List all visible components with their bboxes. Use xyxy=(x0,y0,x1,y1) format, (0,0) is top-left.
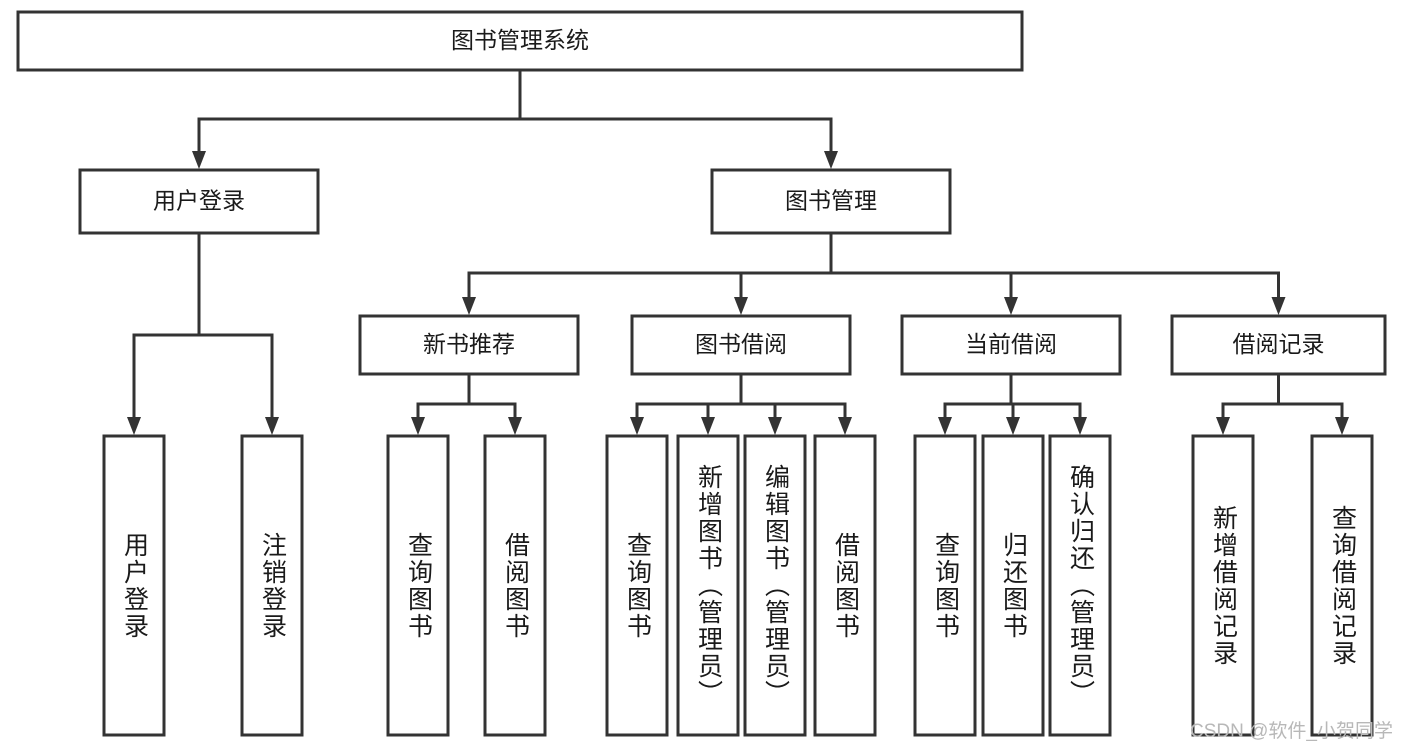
node-label-user-login: 用户登录 xyxy=(153,188,245,214)
arrow-icon-user-login-0 xyxy=(127,417,141,435)
node-box-leaf-edit-book[interactable] xyxy=(743,434,807,737)
arrow-icon-borrow-record-1 xyxy=(1335,417,1349,435)
arrow-icon-book-manage-3 xyxy=(1271,297,1286,315)
node-box-leaf-query-book-2[interactable] xyxy=(605,434,669,737)
arrow-icon-current-borrow-0 xyxy=(938,417,952,435)
node-box-root[interactable] xyxy=(16,10,1024,72)
node-box-book-borrow[interactable] xyxy=(630,314,852,376)
node-label-root: 图书管理系统 xyxy=(451,27,589,53)
arrow-icon-book-manage-1 xyxy=(734,297,748,315)
node-box-leaf-add-book[interactable] xyxy=(676,434,740,737)
node-box-new-book-recommend[interactable] xyxy=(358,314,580,376)
node-box-leaf-query-book-1[interactable] xyxy=(386,434,450,737)
arrow-icon-book-borrow-3 xyxy=(838,417,852,435)
arrow-icon-borrow-record-0 xyxy=(1216,417,1230,435)
node-box-leaf-user-login[interactable] xyxy=(102,434,166,737)
arrow-icon-user-login-1 xyxy=(265,417,279,435)
node-label-book-manage: 图书管理 xyxy=(785,188,877,214)
node-box-leaf-return-book[interactable] xyxy=(981,434,1045,737)
node-label-borrow-record: 借阅记录 xyxy=(1233,331,1325,357)
node-label-new-book-recommend: 新书推荐 xyxy=(423,331,515,357)
node-box-leaf-query-book-3[interactable] xyxy=(913,434,977,737)
connectors-layer xyxy=(127,68,1349,435)
node-box-leaf-borrow-book-2[interactable] xyxy=(813,434,877,737)
arrow-icon-new-book-recommend-1 xyxy=(508,417,522,435)
node-label-current-borrow: 当前借阅 xyxy=(965,331,1057,357)
node-box-leaf-borrow-book-1[interactable] xyxy=(483,434,547,737)
node-box-leaf-logout[interactable] xyxy=(240,434,304,737)
node-box-leaf-add-record[interactable] xyxy=(1191,434,1255,737)
arrow-icon-current-borrow-2 xyxy=(1073,417,1087,435)
arrow-icon-root-1 xyxy=(824,151,838,169)
arrow-icon-book-manage-0 xyxy=(462,297,476,315)
arrow-icon-book-borrow-2 xyxy=(768,417,782,435)
arrow-icon-book-manage-2 xyxy=(1004,297,1018,315)
node-label-book-borrow: 图书借阅 xyxy=(695,331,787,357)
node-box-borrow-record[interactable] xyxy=(1170,314,1387,376)
arrow-icon-book-borrow-1 xyxy=(701,417,715,435)
arrow-icon-current-borrow-1 xyxy=(1006,417,1020,435)
node-box-leaf-query-record[interactable] xyxy=(1310,434,1374,737)
node-box-book-manage[interactable] xyxy=(710,168,952,235)
arrow-icon-book-borrow-0 xyxy=(630,417,644,435)
node-box-current-borrow[interactable] xyxy=(900,314,1122,376)
node-box-user-login[interactable] xyxy=(78,168,320,235)
node-box-leaf-confirm-return[interactable] xyxy=(1048,434,1112,737)
arrow-icon-new-book-recommend-0 xyxy=(411,417,425,435)
watermark-text: CSDN @软件_小贺同学 xyxy=(1190,721,1393,742)
arrow-icon-root-0 xyxy=(192,151,206,169)
